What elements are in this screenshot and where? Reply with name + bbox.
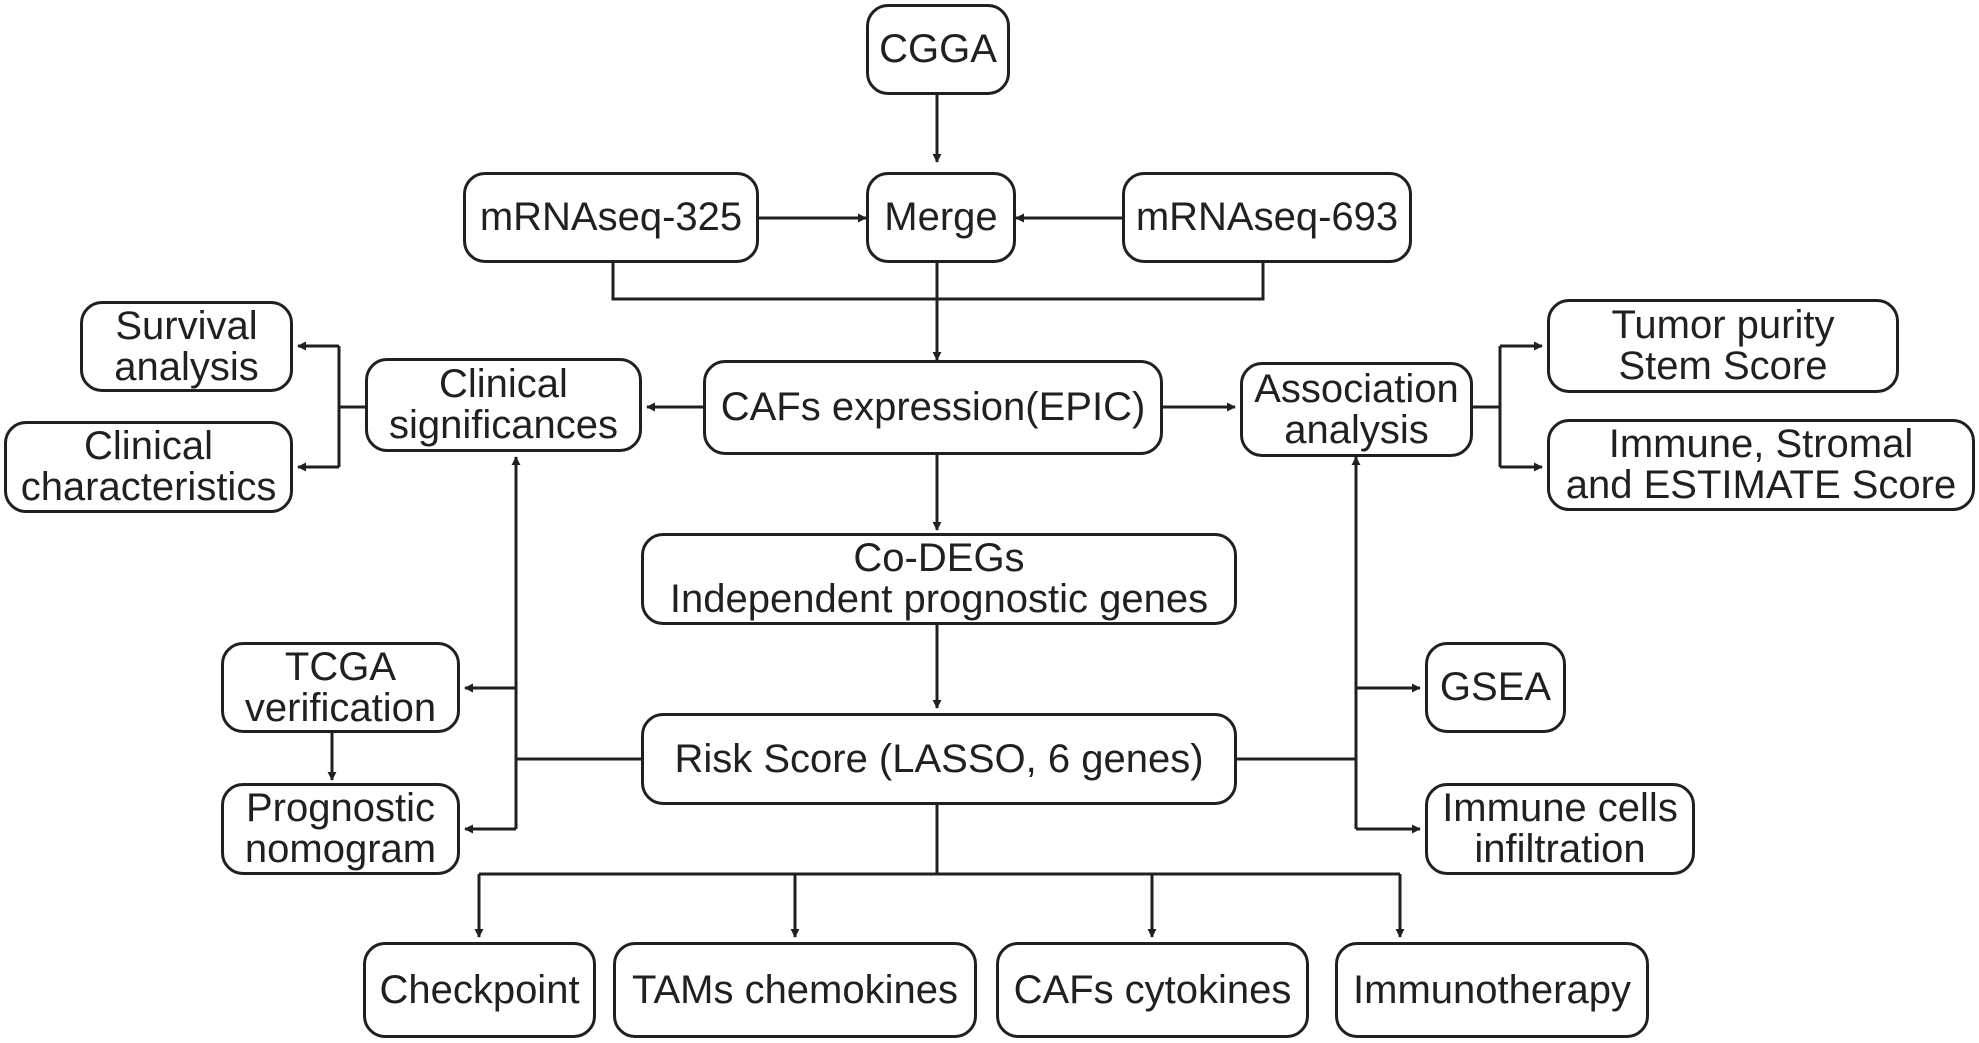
node-clinical-significances-line1: Clinical [439,362,568,407]
node-risk-score: Risk Score (LASSO, 6 genes) [641,713,1237,805]
node-checkpoint: Checkpoint [363,942,596,1038]
node-gsea: GSEA [1425,642,1566,733]
node-mrnaseq-693-label: mRNAseq-693 [1135,195,1399,240]
node-clinical-characteristics: Clinical characteristics [4,421,293,513]
node-tcga-verification-line2: verification [244,685,437,730]
node-survival-analysis-line1: Survival [115,303,258,348]
node-survival-analysis-line2: analysis [114,344,259,389]
node-cgga: CGGA [866,4,1010,95]
node-immunotherapy: Immunotherapy [1335,942,1649,1038]
node-merge: Merge [866,172,1016,263]
node-survival-analysis: Survival analysis [80,301,293,392]
node-immune-cells-line2: infiltration [1474,827,1646,871]
node-co-degs: Co-DEGs Independent prognostic genes [641,533,1237,625]
node-tumor-purity-line2: Stem Score [1618,344,1828,388]
node-cafs-expression-label: CAFs expression(EPIC) [720,385,1146,430]
node-immune-cells-infiltration: Immune cells infiltration [1425,783,1695,875]
node-cgga-text: CGGA [879,27,997,72]
node-immune-stromal-line1: Immune, Stromal [1608,422,1914,467]
node-checkpoint-label: Checkpoint [379,967,580,1012]
node-cafs-cytokines-label: CAFs cytokines [1013,967,1292,1012]
node-clinical-characteristics-line2: characteristics [20,465,277,509]
node-mrnaseq-325: mRNAseq-325 [463,172,759,263]
node-prognostic-nomogram: Prognostic nomogram [221,783,460,875]
node-prognostic-nomogram-line2: nomogram [244,827,437,871]
node-merge-label: Merge [884,195,998,240]
node-association-analysis-line1: Association [1254,366,1459,411]
node-mrnaseq-693: mRNAseq-693 [1122,172,1412,263]
node-prognostic-nomogram-line1: Prognostic [246,786,435,831]
node-tams-chemokines: TAMs chemokines [613,942,977,1038]
node-clinical-significances-line2: significances [388,403,618,447]
node-gsea-label: GSEA [1439,665,1552,710]
node-immune-stromal-line2: and ESTIMATE Score [1565,463,1957,507]
node-immune-stromal-estimate: Immune, Stromal and ESTIMATE Score [1547,419,1975,511]
node-tumor-purity: Tumor purity Stem Score [1547,299,1899,393]
node-clinical-significances: Clinical significances [365,358,642,452]
node-co-degs-line1: Co-DEGs [853,536,1025,581]
node-cafs-cytokines: CAFs cytokines [996,942,1309,1038]
node-risk-score-label: Risk Score (LASSO, 6 genes) [674,736,1204,781]
node-association-analysis: Association analysis [1240,362,1473,457]
node-association-analysis-line2: analysis [1284,407,1429,452]
node-tcga-verification: TCGA verification [221,642,460,733]
node-tams-chemokines-label: TAMs chemokines [631,967,958,1012]
node-clinical-characteristics-line1: Clinical [84,424,213,469]
node-tcga-verification-line1: TCGA [284,644,397,689]
node-mrnaseq-325-label: mRNAseq-325 [479,195,743,240]
node-immune-cells-line1: Immune cells [1442,786,1678,831]
node-immunotherapy-label: Immunotherapy [1353,967,1631,1012]
node-tumor-purity-line1: Tumor purity [1611,303,1835,348]
node-cafs-expression: CAFs expression(EPIC) [703,360,1163,455]
node-co-degs-line2: Independent prognostic genes [669,577,1209,621]
